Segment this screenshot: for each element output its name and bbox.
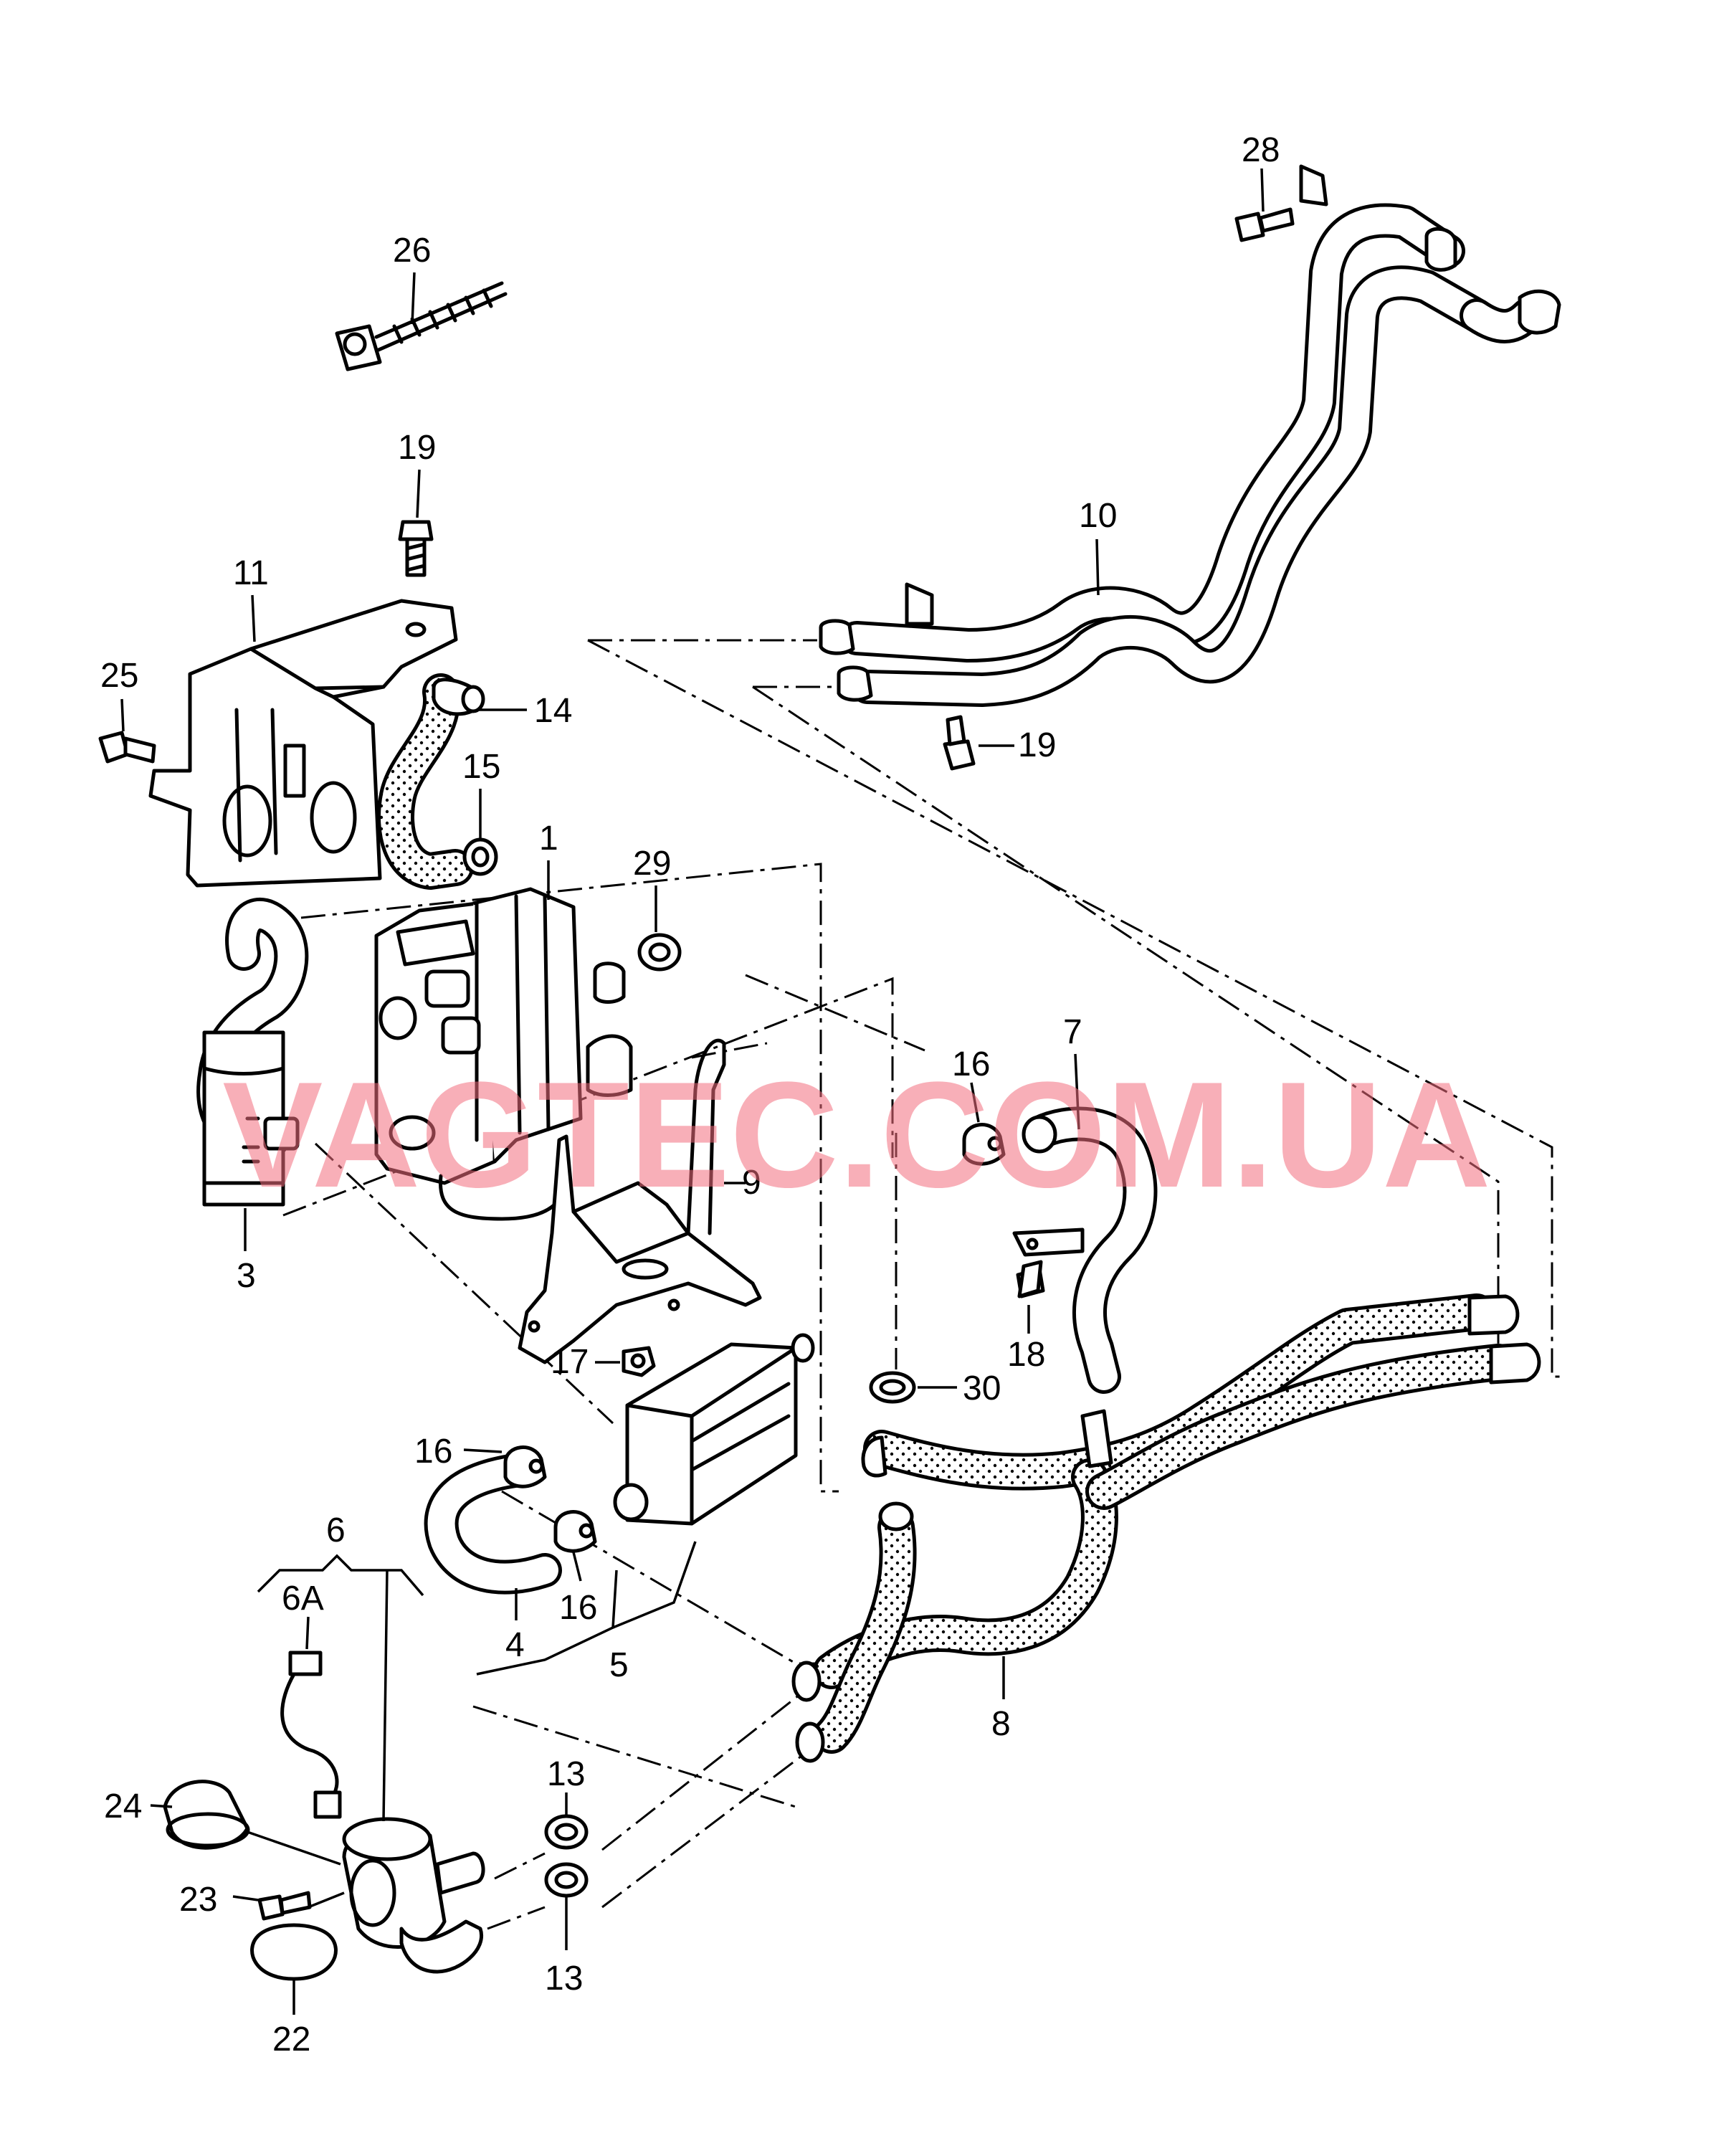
heater-unit-part-1 <box>374 887 633 1221</box>
callout-22: 22 <box>272 2020 310 2058</box>
bolt-part-28 <box>1234 207 1295 242</box>
screw-part-23 <box>257 1891 312 1921</box>
bolt-part-19-top <box>398 520 434 577</box>
clamp-part-13-upper <box>544 1814 589 1850</box>
callout-6: 6 <box>326 1511 346 1549</box>
bracket-part-11 <box>148 599 458 888</box>
callout-25: 25 <box>100 657 138 695</box>
leader-lines <box>120 168 1265 2015</box>
bolt-part-25 <box>98 731 156 764</box>
clamp-part-30 <box>869 1371 916 1404</box>
callout-13-lower: 13 <box>545 1960 583 1998</box>
callout-16-left: 16 <box>414 1433 452 1471</box>
callout-29: 29 <box>633 845 671 883</box>
callout-16-middle: 16 <box>559 1589 597 1627</box>
callout-7: 7 <box>1063 1013 1082 1051</box>
callout-8: 8 <box>991 1705 1011 1743</box>
callout-17: 17 <box>551 1343 589 1381</box>
clamp-part-29 <box>637 933 682 972</box>
callout-23: 23 <box>179 1881 217 1919</box>
clamp-part-13-lower <box>544 1862 589 1898</box>
pump-part-6 <box>342 1817 485 1974</box>
callout-19-lower: 19 <box>1018 726 1056 764</box>
callout-15: 15 <box>462 748 500 786</box>
callout-6a: 6A <box>282 1580 324 1618</box>
cable-tie-part-26 <box>335 281 508 371</box>
callout-26: 26 <box>393 232 431 270</box>
hose-part-7 <box>1012 1106 1158 1394</box>
callout-16-right: 16 <box>952 1045 990 1083</box>
clamp-band-part-22 <box>250 1923 338 1981</box>
callout-4: 4 <box>505 1626 525 1664</box>
bolt-part-18 <box>1016 1260 1045 1298</box>
cap-part-24 <box>163 1780 250 1850</box>
callout-10: 10 <box>1079 497 1117 535</box>
connector-part-6a <box>280 1651 342 1819</box>
watermark: VAGTEC.COM.UA <box>222 1050 1490 1219</box>
pipes-part-10 <box>819 164 1561 707</box>
callout-3: 3 <box>237 1257 256 1295</box>
callout-9: 9 <box>742 1164 761 1202</box>
callout-labels: 1 3 4 5 6 6A 7 8 9 10 11 13 13 14 15 16 … <box>100 131 1280 2058</box>
callout-18: 18 <box>1007 1336 1045 1374</box>
callout-14: 14 <box>534 692 572 730</box>
clamp-part-16-left <box>503 1445 547 1488</box>
hose-part-14 <box>377 673 485 890</box>
callout-5: 5 <box>609 1646 629 1684</box>
callout-28: 28 <box>1242 131 1280 169</box>
nut-part-17 <box>622 1346 656 1377</box>
callout-1: 1 <box>539 820 558 858</box>
clamp-part-15 <box>462 837 498 876</box>
callout-19-top: 19 <box>398 429 436 467</box>
callout-24: 24 <box>104 1787 142 1825</box>
clamp-part-16-right <box>962 1123 1006 1166</box>
bolt-part-19-lower <box>943 715 976 771</box>
callout-11: 11 <box>233 554 269 592</box>
reservoir-part-3 <box>196 898 309 1207</box>
bracket-part-9 <box>518 1038 762 1364</box>
callout-30: 30 <box>963 1369 1001 1407</box>
clamp-part-16-middle <box>553 1510 597 1553</box>
hose-assembly-part-8 <box>791 1293 1541 1763</box>
assembly-guide-lines <box>282 639 1563 1930</box>
callout-13-upper: 13 <box>547 1755 585 1793</box>
hose-part-4 <box>424 1453 562 1595</box>
auxiliary-unit-part-5 <box>613 1333 815 1526</box>
